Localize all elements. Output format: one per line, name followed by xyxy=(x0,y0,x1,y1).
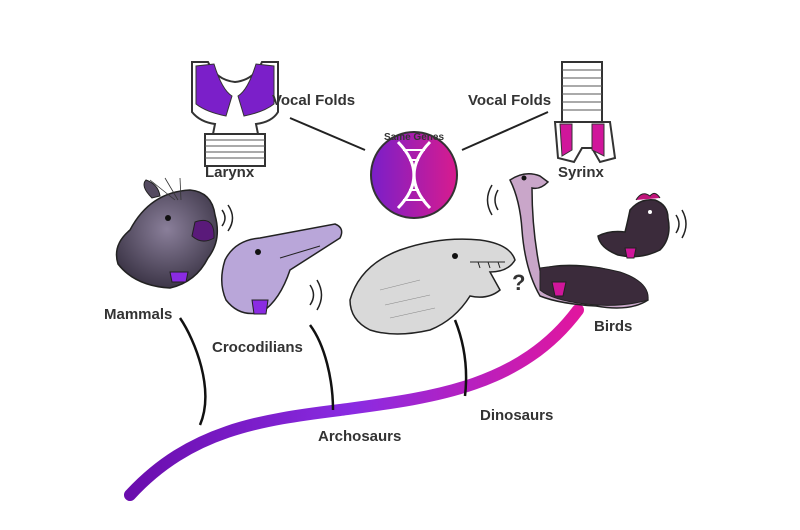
dinosaurs-label: Dinosaurs xyxy=(480,407,554,424)
sound-wave-icon xyxy=(486,184,499,216)
mammals-label: Mammals xyxy=(104,306,173,323)
ostrich-illustration xyxy=(509,173,649,309)
larynx-diagram xyxy=(191,61,279,167)
sound-wave-icon xyxy=(309,279,323,311)
archosaurs-label: Archosaurs xyxy=(318,428,402,445)
connector-line-right xyxy=(461,111,549,151)
same-genes-circle xyxy=(370,131,458,219)
sound-wave-icon xyxy=(675,209,687,239)
question-mark: ? xyxy=(512,270,525,295)
syrinx-diagram xyxy=(553,61,617,164)
same-genes-label: Same Genes xyxy=(384,132,444,143)
crocodile-head-illustration xyxy=(221,223,343,315)
syrinx-label: Syrinx xyxy=(558,164,604,181)
rat-head-illustration xyxy=(115,177,219,289)
larynx-label: Larynx xyxy=(205,164,255,181)
sound-wave-icon xyxy=(221,204,234,232)
crocodilians-label: Crocodilians xyxy=(212,339,303,356)
dna-icon xyxy=(396,140,432,210)
phylogeny-tree xyxy=(124,304,584,501)
birds-label: Birds xyxy=(594,318,633,335)
rooster-illustration xyxy=(597,192,670,259)
vocal-folds-label-left: Vocal Folds xyxy=(272,92,356,109)
trex-head-illustration xyxy=(349,238,516,335)
vocal-folds-label-right: Vocal Folds xyxy=(468,92,552,109)
connector-line-left xyxy=(289,117,366,151)
